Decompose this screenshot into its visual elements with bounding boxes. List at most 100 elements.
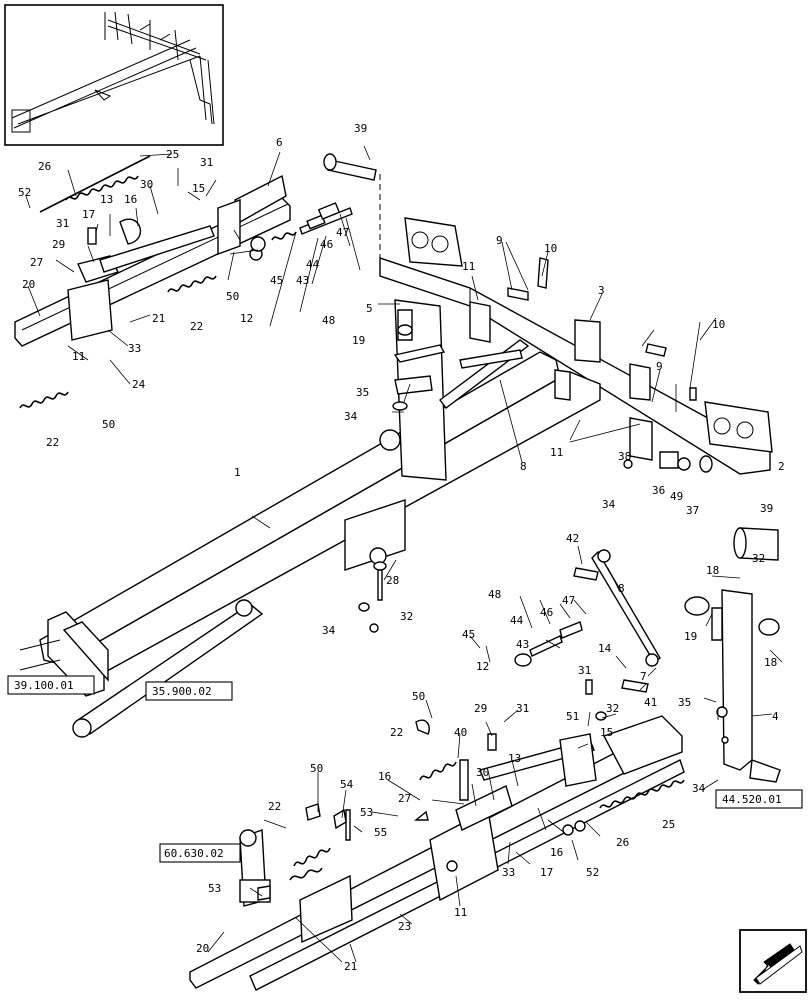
- callout-50d: 50: [310, 762, 323, 775]
- main-frame: [19, 217, 781, 783]
- callout-12b: 12: [476, 660, 489, 673]
- callout-35b: 35: [678, 696, 691, 709]
- callout-17b: 17: [540, 866, 553, 879]
- callout-33b: 33: [502, 866, 515, 879]
- callout-27: 27: [30, 256, 43, 269]
- callout-50b: 50: [102, 418, 115, 431]
- callout-8: 8: [520, 460, 527, 473]
- callout-5: 5: [366, 302, 373, 315]
- callout-15b: 15: [600, 726, 613, 739]
- callout-12: 12: [240, 312, 253, 325]
- callout-35: 35: [356, 386, 369, 399]
- callout-34: 34: [344, 410, 358, 423]
- callout-11c: 11: [550, 446, 563, 459]
- svg-text:35.900.02: 35.900.02: [152, 685, 212, 698]
- callout-10: 10: [544, 242, 557, 255]
- next-page-arrow-icon[interactable]: [739, 929, 807, 993]
- callout-16b: 16: [378, 770, 391, 783]
- svg-text:60.630.02: 60.630.02: [164, 847, 224, 860]
- callout-22d: 22: [268, 800, 281, 813]
- callout-46b: 46: [540, 606, 553, 619]
- callout-39b: 39: [760, 502, 773, 515]
- callout-34d: 34: [692, 782, 706, 795]
- callout-7: 7: [640, 670, 647, 683]
- svg-text:39.100.01: 39.100.01: [14, 679, 74, 692]
- callout-32c: 32: [606, 702, 619, 715]
- overview-thumbnail: [4, 4, 224, 146]
- callout-10b: 10: [712, 318, 725, 331]
- reference-box-44-520-01[interactable]: 44.520.01: [715, 789, 803, 809]
- callout-16c: 16: [550, 846, 563, 859]
- callout-38: 38: [618, 450, 631, 463]
- callout-19: 19: [352, 334, 365, 347]
- callout-25: 25: [166, 148, 179, 161]
- callout-11d: 11: [454, 906, 467, 919]
- callout-17: 17: [82, 208, 95, 221]
- callout-50: 50: [226, 290, 239, 303]
- callout-8b: 8: [618, 582, 625, 595]
- callout-4: 4: [772, 710, 779, 723]
- callout-22: 22: [190, 320, 203, 333]
- svg-text:44.520.01: 44.520.01: [722, 793, 782, 806]
- upper-left-marker-assembly: [14, 155, 353, 409]
- callout-13: 13: [100, 193, 113, 206]
- callout-labels: 25 26 31 6 52 15 30 13 16 17 31 29 27 20…: [18, 122, 785, 973]
- callout-21: 21: [152, 312, 165, 325]
- callout-55: 55: [374, 826, 387, 839]
- callout-31: 31: [200, 156, 213, 169]
- callout-11b: 11: [462, 260, 475, 273]
- callout-48: 48: [322, 314, 335, 327]
- callout-45b: 45: [462, 628, 475, 641]
- callout-6: 6: [276, 136, 283, 149]
- callout-2: 2: [778, 460, 785, 473]
- callout-24: 24: [132, 378, 146, 391]
- callout-44: 44: [306, 258, 320, 271]
- callout-26: 26: [38, 160, 51, 173]
- callout-48b: 48: [488, 588, 501, 601]
- reference-box-35-900-02[interactable]: 35.900.02: [145, 681, 233, 701]
- callout-47b: 47: [562, 594, 575, 607]
- callout-3: 3: [598, 284, 605, 297]
- callout-27b: 27: [398, 792, 411, 805]
- callout-31c: 31: [578, 664, 591, 677]
- reference-box-60-630-02[interactable]: 60.630.02: [159, 843, 241, 863]
- callout-14: 14: [598, 642, 612, 655]
- leader-lines: [25, 145, 783, 963]
- callout-30b: 30: [476, 766, 489, 779]
- callout-44b: 44: [510, 614, 524, 627]
- callout-32b: 32: [400, 610, 413, 623]
- lower-marker-assembly: [189, 715, 685, 991]
- callout-50c: 50: [412, 690, 425, 703]
- callout-47: 47: [336, 226, 349, 239]
- callout-1: 1: [234, 466, 241, 479]
- loose-parts: [257, 153, 780, 901]
- callout-53: 53: [360, 806, 373, 819]
- callout-25b: 25: [662, 818, 675, 831]
- callout-28: 28: [386, 574, 399, 587]
- callout-31d: 31: [516, 702, 529, 715]
- callout-37: 37: [686, 504, 699, 517]
- callout-52b: 52: [586, 866, 599, 879]
- reference-box-39-100-01[interactable]: 39.100.01: [7, 675, 95, 695]
- callout-16: 16: [124, 193, 137, 206]
- callout-53b: 53: [208, 882, 221, 895]
- callout-22c: 22: [390, 726, 403, 739]
- callout-40: 40: [454, 726, 467, 739]
- callout-20: 20: [22, 278, 35, 291]
- callout-21b: 21: [344, 960, 357, 973]
- callout-34b: 34: [602, 498, 616, 511]
- callout-19b: 19: [684, 630, 697, 643]
- callout-31b: 31: [56, 217, 69, 230]
- callout-41: 41: [644, 696, 657, 709]
- callout-18b: 18: [764, 656, 777, 669]
- callout-22b: 22: [46, 436, 59, 449]
- callout-9b: 9: [656, 360, 663, 373]
- callout-46: 46: [320, 238, 333, 251]
- callout-36: 36: [652, 484, 665, 497]
- callout-26b: 26: [616, 836, 629, 849]
- callout-9: 9: [496, 234, 503, 247]
- callout-49: 49: [670, 490, 683, 503]
- callout-15: 15: [192, 182, 205, 195]
- callout-20b: 20: [196, 942, 209, 955]
